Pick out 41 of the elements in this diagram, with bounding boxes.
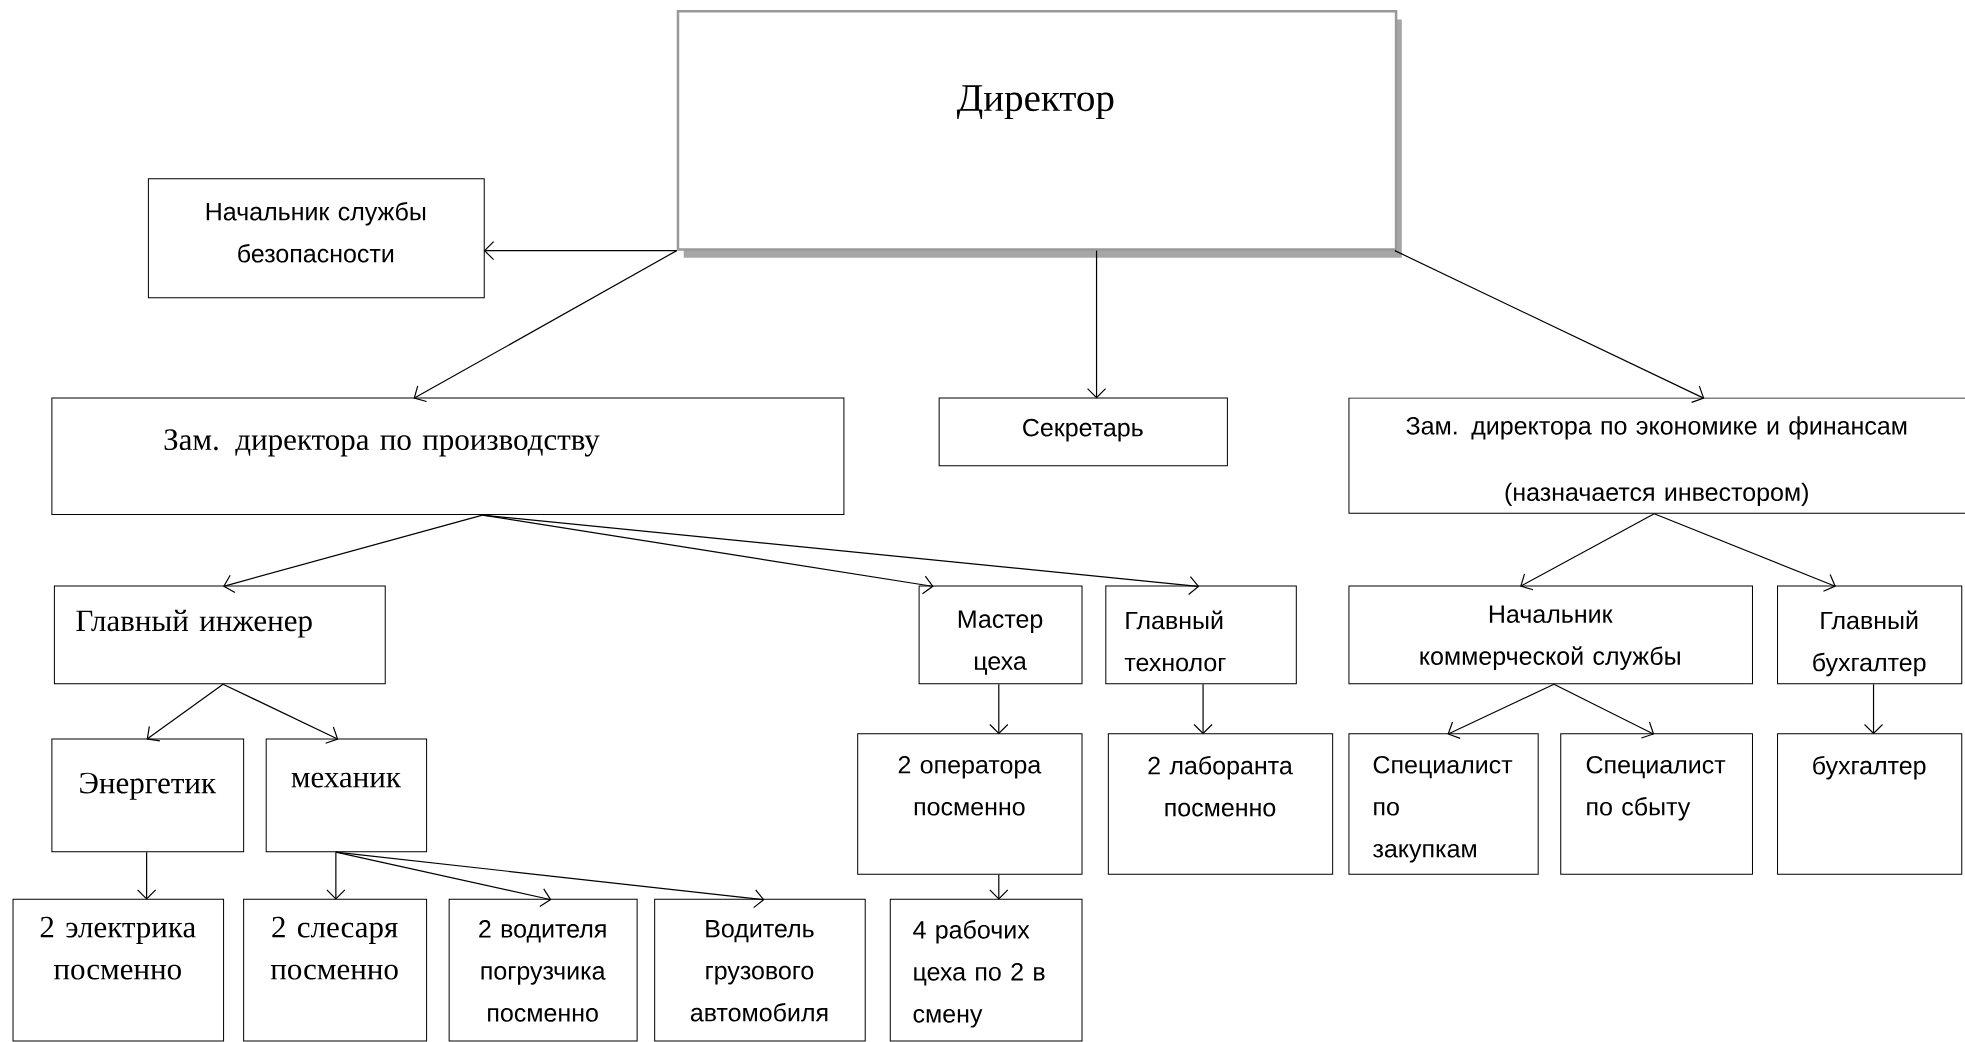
director-box: Директор xyxy=(676,10,1402,258)
arrow xyxy=(1520,513,1655,591)
arrow xyxy=(989,683,1009,735)
arrow xyxy=(326,851,346,900)
arrow xyxy=(1553,683,1655,739)
position-box: Секретарь xyxy=(938,397,1228,467)
position-box: Главный технолог xyxy=(1105,585,1297,685)
arrow xyxy=(1394,250,1705,403)
position-box: Зам. директора по экономике и финансам (назначается инвестором) xyxy=(1348,397,1965,514)
position-box: 2 электрика посменно xyxy=(12,898,225,1042)
arrow xyxy=(481,514,1200,596)
position-box: Энергетик xyxy=(51,738,245,853)
arrow xyxy=(989,874,1009,900)
position-box: Начальник коммерческой службы xyxy=(1348,585,1753,685)
position-box: Главный бухгалтер xyxy=(1777,585,1963,685)
position-box: 2 лаборанта посменно xyxy=(1107,733,1334,875)
position-box: 4 рабочих цеха по 2 в смену xyxy=(889,898,1083,1042)
position-box: 2 слесаря посменно xyxy=(243,898,428,1042)
arrow xyxy=(223,514,484,594)
arrow xyxy=(413,250,678,403)
arrow xyxy=(1447,683,1555,739)
arrow xyxy=(1653,513,1836,592)
position-box: Мастер цеха xyxy=(918,585,1083,685)
arrow xyxy=(146,683,224,742)
arrow xyxy=(1863,683,1884,735)
position-box: механик xyxy=(265,738,428,853)
position-box: 2 оператора посменно xyxy=(857,733,1083,875)
arrow xyxy=(1086,250,1107,399)
position-box: Специалист по закупкам xyxy=(1348,733,1539,875)
position-box: бухгалтер xyxy=(1777,733,1963,875)
position-box: Зам. директора по производству xyxy=(51,397,845,516)
position-box: 2 водителя погрузчика посменно xyxy=(448,898,638,1042)
arrow xyxy=(1193,683,1213,735)
position-box: Главный инженер xyxy=(53,585,386,685)
arrow xyxy=(137,851,157,900)
position-box: Водитель грузового автомобиля xyxy=(654,898,866,1042)
arrow xyxy=(483,241,678,261)
arrow xyxy=(222,683,339,744)
position-box: Специалист по сбыту xyxy=(1560,733,1753,875)
arrow xyxy=(335,851,765,909)
position-box: Начальник службы безопасности xyxy=(147,178,485,299)
